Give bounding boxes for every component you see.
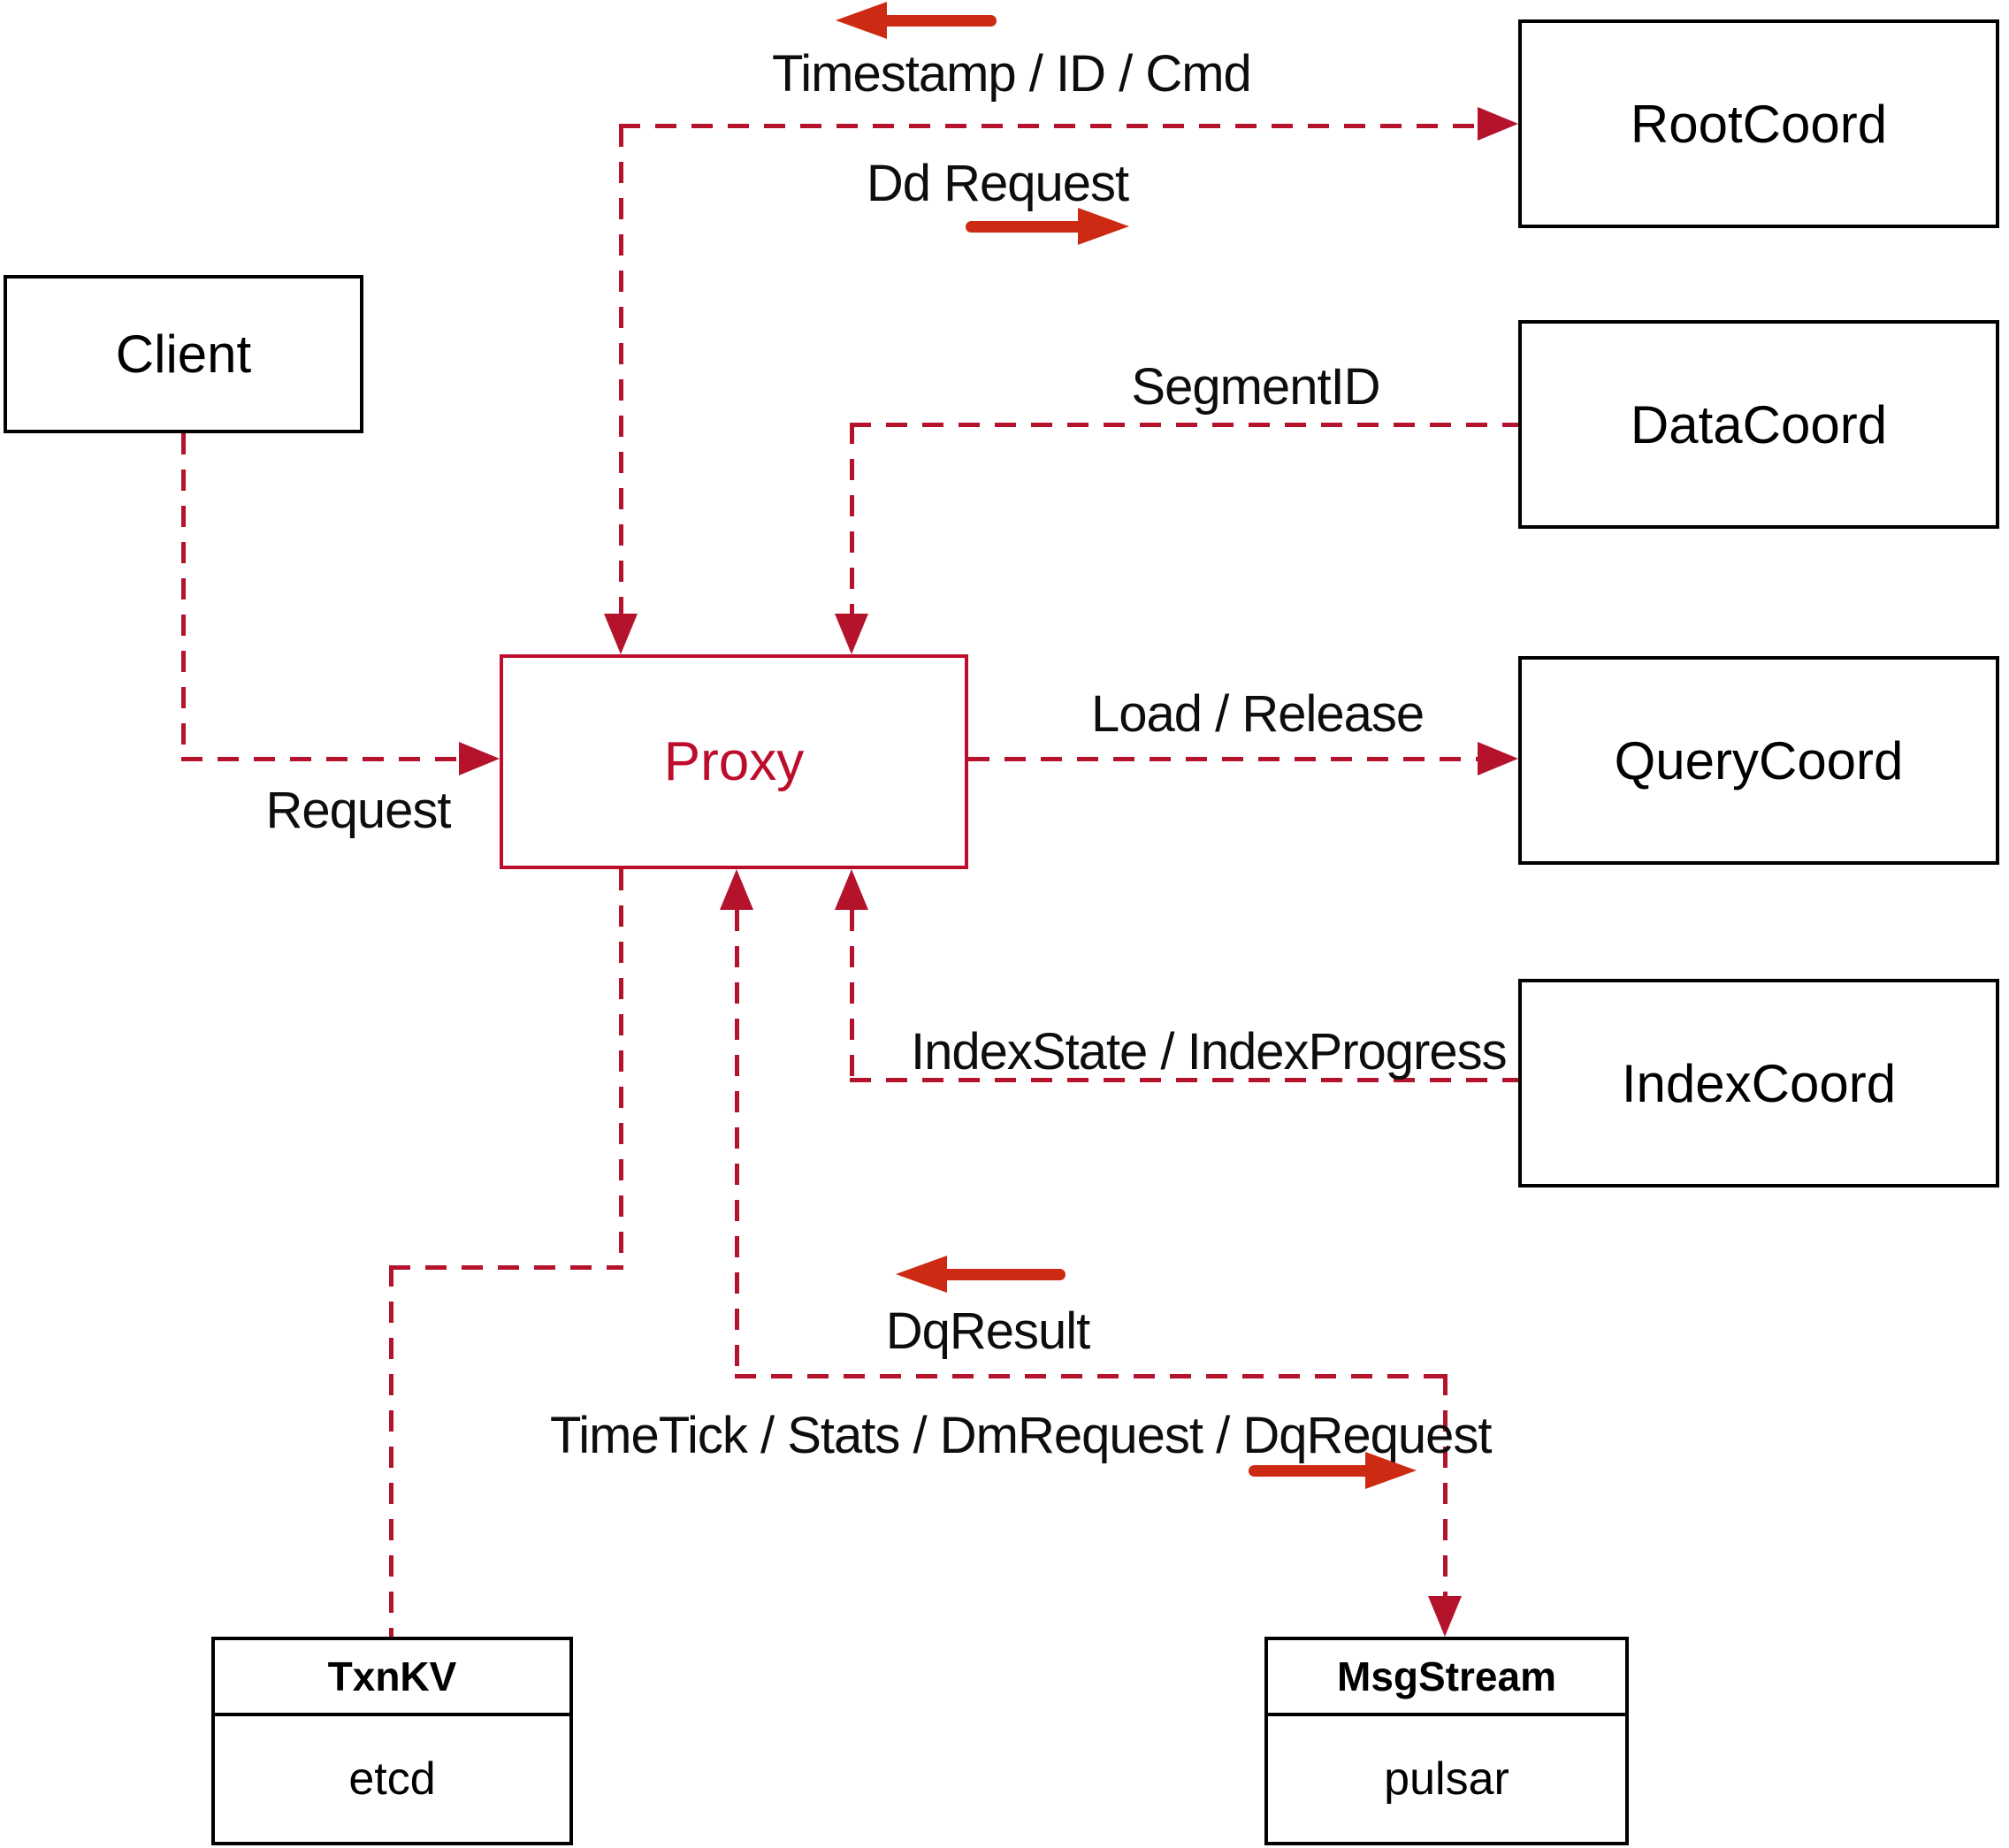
arrowhead-into-proxy-bottom-middle [720, 869, 753, 910]
edge-client-proxy-horizontal [181, 757, 466, 761]
left-arrow-icon [896, 1256, 947, 1293]
edge-proxy-msgstream-vertical-right [1443, 1374, 1448, 1600]
edge-label-segment-id: SegmentID [1131, 358, 1380, 416]
direction-arrow-shaft [1249, 1465, 1372, 1477]
node-indexcoord: IndexCoord [1518, 979, 1999, 1187]
edge-proxy-rootcoord-vertical [619, 126, 623, 617]
node-client-label: Client [115, 325, 252, 384]
direction-arrow-time-tick-right [1249, 1452, 1417, 1489]
edge-label-request: Request [265, 782, 451, 839]
edge-proxy-txnkv-vertical-upper [619, 869, 623, 1267]
arrowhead-into-querycoord [1478, 742, 1518, 775]
arrowhead-into-proxy-left [459, 742, 500, 775]
arrowhead-into-proxy-top-right [835, 614, 868, 654]
node-rootcoord-label: RootCoord [1630, 94, 1888, 154]
node-proxy: Proxy [500, 654, 968, 869]
node-querycoord-label: QueryCoord [1614, 730, 1904, 790]
direction-arrow-shaft [880, 15, 997, 27]
direction-arrow-dd-request-right [966, 208, 1129, 245]
edge-proxy-querycoord-horizontal [968, 757, 1479, 761]
edge-datacoord-proxy-vertical [850, 423, 854, 615]
edge-indexcoord-proxy-horizontal [850, 1078, 1518, 1082]
node-txnkv-title: TxnKV [215, 1640, 569, 1716]
arrowhead-into-rootcoord [1478, 107, 1518, 141]
left-arrow-icon [836, 2, 887, 39]
node-datacoord-label: DataCoord [1630, 394, 1888, 454]
node-rootcoord: RootCoord [1518, 19, 1999, 228]
node-msgstream-title: MsgStream [1268, 1640, 1625, 1716]
edge-datacoord-proxy-horizontal [850, 423, 1518, 427]
node-indexcoord-label: IndexCoord [1621, 1053, 1897, 1113]
edge-label-dd-request: Dd Request [866, 155, 1129, 212]
edge-label-timestamp-id-cmd: Timestamp / ID / Cmd [772, 45, 1252, 103]
edge-label-index-state: IndexState / IndexProgress [911, 1023, 1508, 1081]
node-msgstream: MsgStream pulsar [1264, 1637, 1629, 1845]
node-msgstream-implementation: pulsar [1384, 1753, 1509, 1805]
direction-arrow-dq-result-left [896, 1256, 1066, 1293]
edge-proxy-rootcoord-horizontal [619, 124, 1479, 128]
edge-proxy-msgstream-horizontal [735, 1374, 1448, 1378]
node-datacoord: DataCoord [1518, 320, 1999, 529]
direction-arrow-timestamp-left [836, 2, 997, 39]
edge-label-time-tick: TimeTick / Stats / DmRequest / DqRequest [550, 1407, 1493, 1464]
right-arrow-icon [1365, 1452, 1417, 1489]
node-proxy-label: Proxy [663, 731, 805, 792]
right-arrow-icon [1078, 208, 1129, 245]
edge-label-dq-result: DqResult [885, 1302, 1091, 1360]
edge-proxy-txnkv-horizontal [389, 1265, 623, 1270]
edge-proxy-msgstream-vertical-left [735, 910, 739, 1376]
node-txnkv: TxnKV etcd [211, 1637, 573, 1845]
node-querycoord: QueryCoord [1518, 656, 1999, 865]
edge-label-load-release: Load / Release [1091, 685, 1425, 743]
node-client: Client [4, 275, 363, 433]
edge-proxy-txnkv-vertical-lower [389, 1265, 393, 1637]
edge-client-proxy-vertical [181, 433, 186, 759]
direction-arrow-shaft [966, 221, 1085, 233]
node-txnkv-implementation: etcd [348, 1753, 436, 1805]
direction-arrow-shaft [940, 1269, 1066, 1280]
arrowhead-into-msgstream [1428, 1596, 1462, 1637]
arrowhead-into-proxy-top-left [604, 614, 638, 654]
arrowhead-into-proxy-bottom-right [835, 869, 868, 910]
edge-indexcoord-proxy-vertical [850, 910, 854, 1078]
